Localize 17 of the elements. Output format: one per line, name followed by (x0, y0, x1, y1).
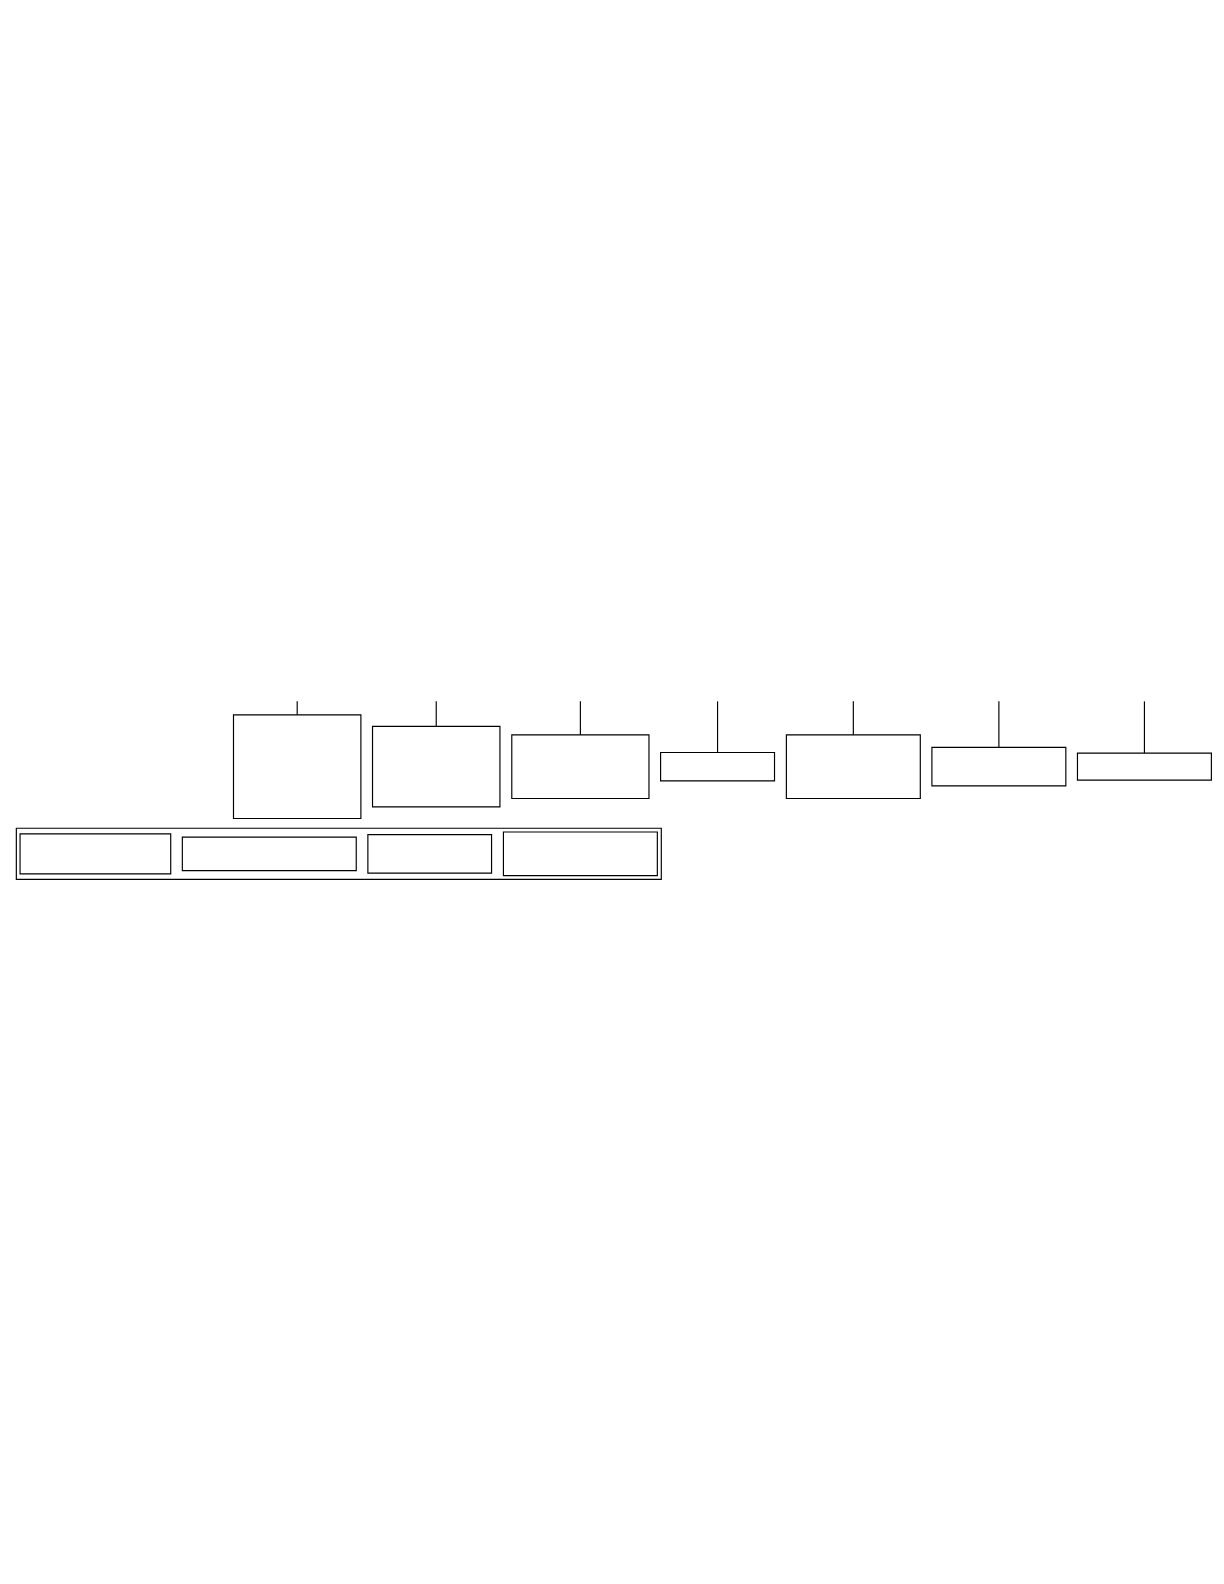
connector (1143, 700, 1145, 754)
node-box (785, 734, 921, 800)
connector (852, 700, 854, 736)
node-box (371, 725, 501, 808)
node-box (660, 751, 776, 782)
node-box (19, 833, 172, 875)
connector (579, 700, 581, 736)
node-box (367, 833, 493, 874)
node-box (232, 714, 362, 820)
node-box (502, 831, 658, 877)
node-box (1076, 752, 1212, 781)
node-box (511, 734, 650, 800)
connector (435, 700, 437, 727)
connector (716, 700, 719, 753)
node-box (931, 746, 1067, 787)
connector (998, 700, 1000, 748)
node-box (181, 836, 357, 872)
